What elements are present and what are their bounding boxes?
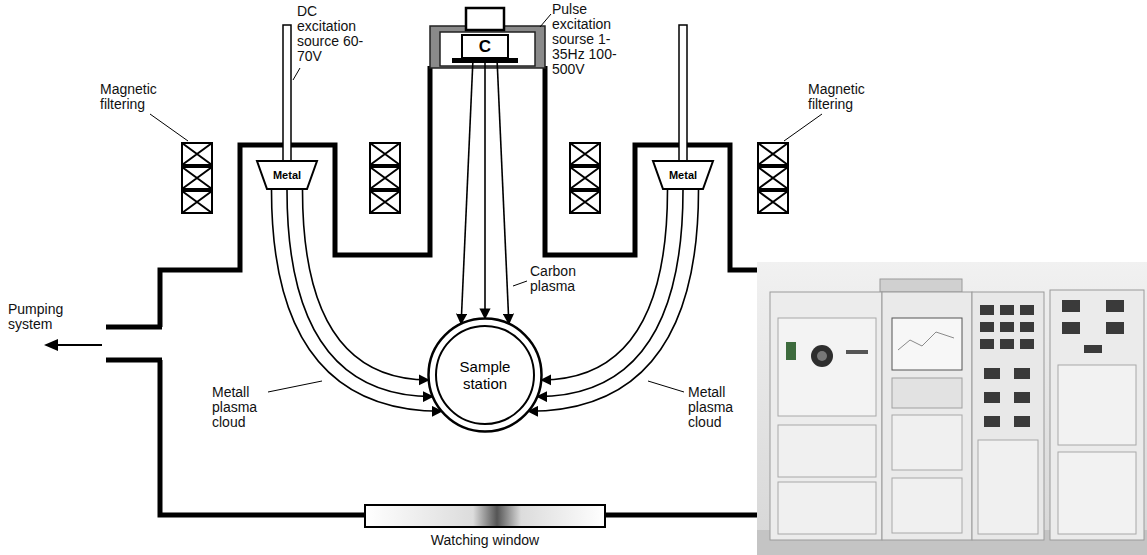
- metal-plasma-label: Metall plasma cloud: [212, 385, 274, 430]
- plasma-beam: [303, 190, 429, 380]
- node-text-group: Metal: [669, 169, 697, 182]
- dc-rod: [679, 25, 687, 161]
- metal-plasma-label: Metall plasma cloud: [688, 385, 750, 430]
- pumping-label: Pumping system: [8, 302, 80, 332]
- pulse-source-label: Pulse excitation sourse 1-35Hz 100-500V: [552, 2, 626, 77]
- metal-cathode: Metal: [652, 160, 714, 190]
- plasma-beam: [497, 59, 509, 324]
- pulse-housing-inner: [440, 32, 535, 66]
- plasma-beam: [287, 190, 433, 397]
- equipment-photo: [757, 262, 1147, 555]
- pump-arrow: [56, 344, 102, 346]
- pulse-housing: [430, 26, 545, 68]
- pump-pipe: [106, 325, 162, 330]
- node-text-group: Metal: [273, 169, 301, 182]
- pulse-top-box: [466, 8, 504, 30]
- window-label: Watching window: [385, 533, 585, 548]
- node-text-group: Sample station: [442, 358, 528, 392]
- pump-arrowhead: [44, 339, 58, 351]
- magnetic-filter-label: Magnetic filtering: [100, 82, 180, 112]
- node-label: Metal: [273, 169, 301, 182]
- carbon-plasma-label: Carbon plasma: [530, 264, 592, 294]
- watching-window: [365, 505, 605, 527]
- node-text-group: C: [479, 37, 491, 56]
- plasma-beam: [461, 59, 473, 324]
- node-label: Metal: [669, 169, 697, 182]
- dc-source-label: DC excitation source 60-70V: [297, 4, 371, 64]
- plasma-beam: [528, 190, 698, 411]
- node-label: C: [479, 37, 491, 56]
- plasma-beam: [484, 59, 486, 319]
- node-label: Sample station: [442, 358, 528, 392]
- carbon-cathode: C: [461, 34, 509, 59]
- pump-pipe: [106, 358, 162, 363]
- metal-cathode: Metal: [256, 160, 318, 190]
- plasma-beam: [272, 190, 442, 411]
- dc-rod: [283, 25, 291, 161]
- magnetic-filter-label: Magnetic filtering: [808, 82, 888, 112]
- sample-station: Sample station: [427, 317, 543, 433]
